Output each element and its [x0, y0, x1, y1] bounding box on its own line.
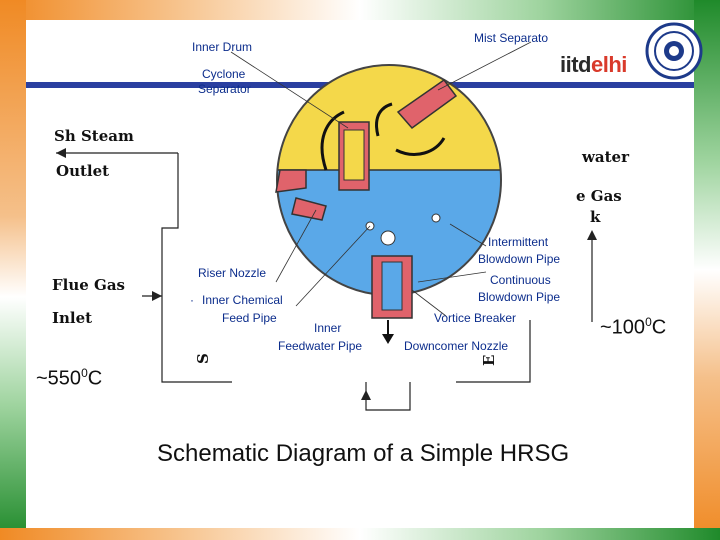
- label-feedwater-pipe: Feedwater Pipe: [278, 339, 362, 353]
- background-top-band: [0, 0, 720, 20]
- label-intermittent-pipe: Blowdown Pipe: [478, 252, 560, 266]
- label-inner: Inner: [314, 321, 341, 335]
- background-left-band: [0, 0, 26, 540]
- label-separator: Separator: [198, 82, 251, 96]
- return-arrowhead: [361, 390, 371, 400]
- flue-gas-outlet-arrowhead: [587, 230, 597, 240]
- bubble: [431, 213, 441, 223]
- label-inner-chemical: Inner Chemical: [202, 293, 283, 307]
- hrsg-schematic: Inner Drum Mist Separato Cyclone Separat…: [52, 31, 630, 411]
- riser-pipe-lower: [291, 197, 327, 221]
- flow-arrow-left: [320, 110, 345, 171]
- label-sh-steam: Sh Steam: [54, 127, 134, 145]
- label-outlet: Outlet: [56, 162, 109, 180]
- flow-arrow-right: [395, 137, 446, 156]
- bubble: [380, 230, 396, 246]
- diagram-caption: Schematic Diagram of a Simple HRSG: [157, 440, 570, 467]
- label-riser-nozzle: Riser Nozzle: [198, 266, 266, 280]
- leader-lines: [230, 41, 532, 317]
- downcomer-arrowhead: [382, 334, 394, 344]
- cyclone-inner: [343, 129, 365, 181]
- label-vortice-breaker: Vortice Breaker: [434, 311, 516, 325]
- label-s: S: [194, 353, 212, 364]
- label-mist-separator: Mist Separato: [474, 31, 548, 45]
- label-feedwater: water: [581, 148, 630, 166]
- label-continuous-pipe: Blowdown Pipe: [478, 290, 560, 304]
- temperature-inlet: ~5500C: [36, 366, 103, 390]
- institute-seal-icon: [645, 22, 703, 80]
- background-bottom-band: [0, 528, 720, 540]
- mist-separator: [396, 78, 458, 130]
- downcomer-water: [381, 261, 403, 311]
- background-right-band: [694, 0, 720, 540]
- label-continuous: Continuous: [490, 273, 551, 287]
- flue-gas-inlet-arrowhead: [152, 291, 162, 301]
- label-flue-gas-inlet: Flue Gas: [52, 276, 125, 294]
- iitdelhi-logo: iitdelhi: [560, 52, 627, 77]
- flow-arrow-top: [375, 102, 393, 137]
- label-inlet: Inlet: [52, 309, 92, 327]
- temperature-outlet: ~1000C: [600, 315, 667, 339]
- steam-space: [277, 65, 501, 170]
- riser-pipe-upper: [275, 169, 307, 193]
- label-downcomer-nozzle: Downcomer Nozzle: [404, 339, 508, 353]
- label-feed-pipe: Feed Pipe: [222, 311, 277, 325]
- bullet-dot: ·: [190, 293, 194, 307]
- label-inner-drum: Inner Drum: [192, 40, 252, 54]
- label-e: E: [480, 355, 498, 366]
- label-cyclone: Cyclone: [202, 67, 246, 81]
- label-flue-gas-right: e Gas: [576, 187, 622, 205]
- label-stack: k: [590, 208, 601, 226]
- steam-outlet-arrowhead: [56, 148, 66, 158]
- label-intermittent: Intermittent: [488, 235, 549, 249]
